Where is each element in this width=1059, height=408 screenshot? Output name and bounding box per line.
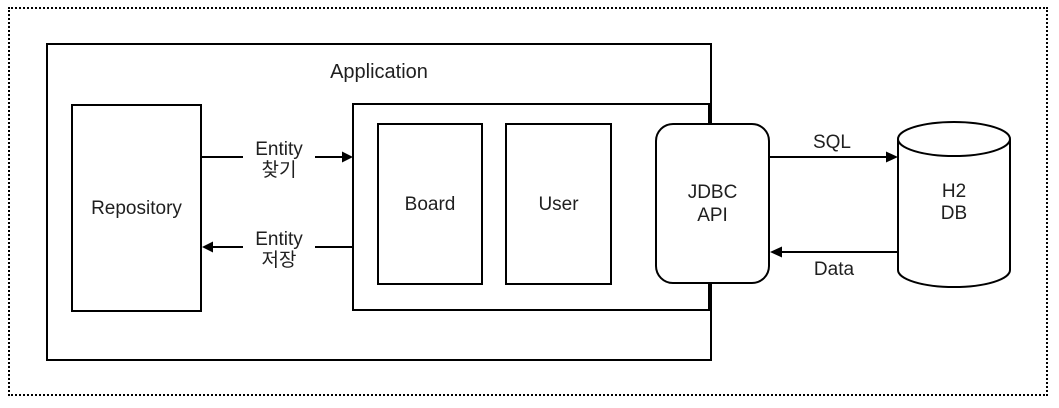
repository-box: Repository <box>71 104 202 312</box>
outer-dotted-border <box>8 7 1048 396</box>
board-box: Board <box>377 123 483 285</box>
sql-label: SQL <box>812 132 852 153</box>
save-entity-label: Entity 저장 <box>255 229 303 271</box>
data-label: Data <box>813 259 855 280</box>
find-entity-label: Entity 찾기 <box>255 139 303 181</box>
board-label: Board <box>404 193 456 215</box>
jdbc-api-box: JDBC API <box>655 123 770 284</box>
jdbc-api-label: JDBC API <box>687 181 738 226</box>
h2-db-label: H2 DB <box>940 181 968 224</box>
application-label: Application <box>330 61 428 83</box>
user-label: User <box>538 193 579 215</box>
user-box: User <box>505 123 612 285</box>
repository-label: Repository <box>91 197 182 219</box>
